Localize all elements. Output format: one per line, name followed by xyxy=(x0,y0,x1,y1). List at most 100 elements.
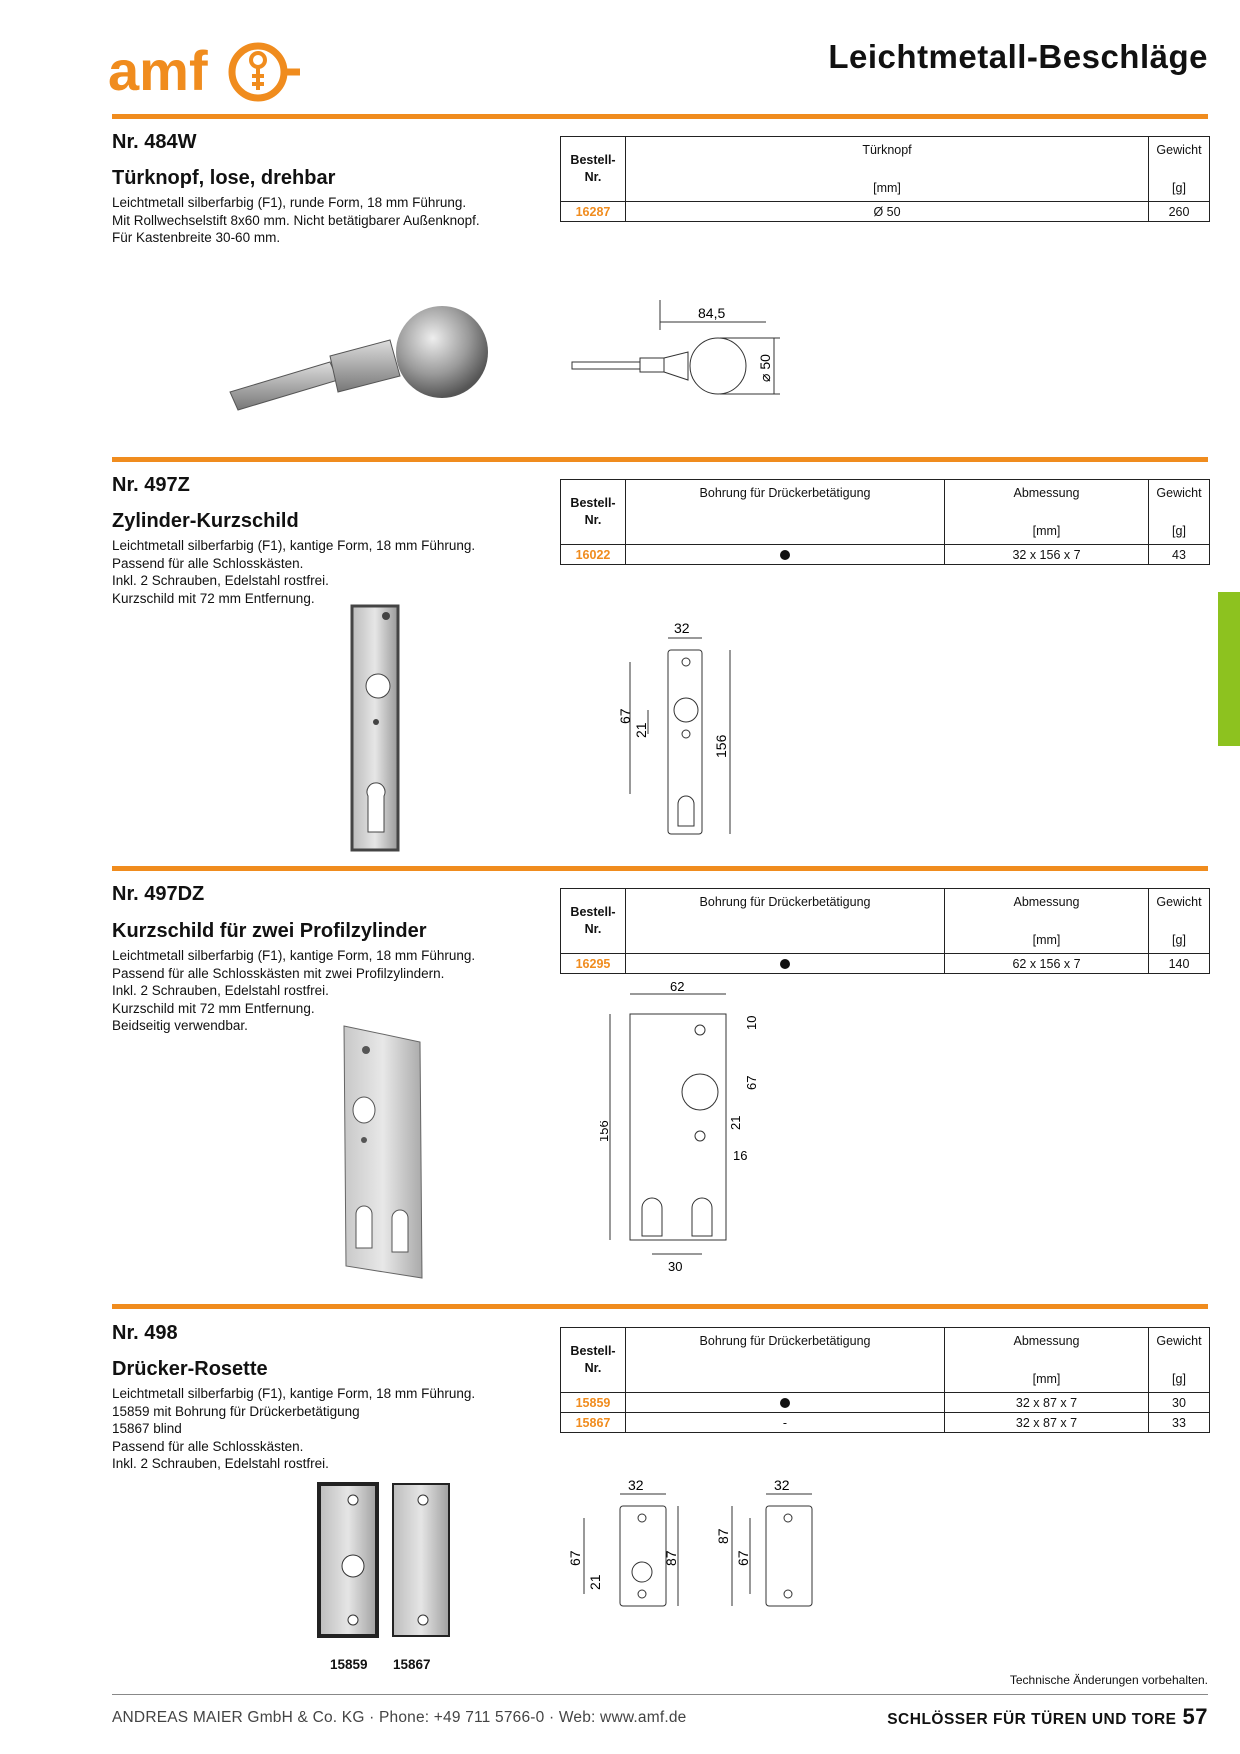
table-cell xyxy=(625,953,945,974)
order-number: 16022 xyxy=(560,544,626,565)
dim-label: 21 xyxy=(728,1116,743,1130)
desc-line: Mit Rollwechselstift 8x60 mm. Nicht betä… xyxy=(112,212,480,228)
spec-table: Bestell-Nr. Bohrung für Drückerbetätigun… xyxy=(560,479,1210,565)
table-cell: 32 x 156 x 7 xyxy=(944,544,1149,565)
page-title: Leichtmetall-Beschläge xyxy=(828,38,1208,75)
col-header: Bohrung für Drückerbetätigung xyxy=(625,479,945,545)
col-bestell: Bestell-Nr. xyxy=(560,136,626,202)
desc-line: Beidseitig verwendbar. xyxy=(112,1018,248,1033)
bullet-dot-icon xyxy=(780,959,790,970)
table-row: 16287 Ø 50 260 xyxy=(560,201,1210,222)
spec-table: Bestell-Nr. Türknopf[mm] Gewicht[g] 1628… xyxy=(560,136,1210,222)
desc-line: Inkl. 2 Schrauben, Edelstahl rostfrei. xyxy=(112,573,329,588)
photo-caption: 15859 xyxy=(330,1657,368,1672)
dim-label: 67 xyxy=(567,1550,583,1566)
dim-label: 67 xyxy=(735,1550,751,1566)
table-cell: 43 xyxy=(1148,544,1210,565)
section-rule xyxy=(112,114,1208,119)
table-cell: 30 xyxy=(1148,1392,1210,1413)
order-number: 16295 xyxy=(560,953,626,974)
product-title: Zylinder-Kurzschild xyxy=(112,510,299,532)
section-rule xyxy=(112,1304,1208,1309)
bullet-dot-icon xyxy=(780,1398,790,1409)
category-label: SCHLÖSSER FÜR TÜREN UND TORE xyxy=(887,1711,1177,1728)
dim-label: 21 xyxy=(587,1574,603,1590)
table-cell xyxy=(625,544,945,565)
table-cell: 62 x 156 x 7 xyxy=(944,953,1149,974)
spec-table: Bestell-Nr. Bohrung für Drückerbetätigun… xyxy=(560,888,1210,974)
page-number: 57 xyxy=(1182,1704,1208,1729)
col-header: Gewicht[g] xyxy=(1148,1327,1210,1393)
col-header: Gewicht[g] xyxy=(1148,479,1210,545)
dim-label: 84,5 xyxy=(698,305,725,321)
desc-line: Inkl. 2 Schrauben, Edelstahl rostfrei. xyxy=(112,983,329,998)
table-row: 15859 32 x 87 x 7 30 xyxy=(560,1392,1210,1413)
dim-label: ⌀ 50 xyxy=(757,354,773,382)
col-header: Abmessung[mm] xyxy=(944,479,1149,545)
dim-label: 87 xyxy=(663,1550,679,1566)
col-header: Abmessung[mm] xyxy=(944,1327,1149,1393)
table-row: 16295 62 x 156 x 7 140 xyxy=(560,953,1210,974)
dim-label: 30 xyxy=(668,1259,682,1274)
dim-label: 87 xyxy=(715,1528,731,1544)
dim-label: 67 xyxy=(744,1076,759,1090)
product-description: Leichtmetall silberfarbig (F1), kantige … xyxy=(112,1385,572,1473)
desc-line: Für Kastenbreite 30-60 mm. xyxy=(112,230,281,245)
table-row: 15867 - 32 x 87 x 7 33 xyxy=(560,1412,1210,1433)
chapter-tab xyxy=(1218,592,1240,746)
table-cell: - xyxy=(625,1412,945,1433)
product-number: Nr. 497DZ xyxy=(112,883,205,905)
product-title: Kurzschild für zwei Profilzylinder xyxy=(112,920,427,942)
footer-rule xyxy=(112,1694,1208,1695)
product-photo-rosettes xyxy=(317,1482,450,1638)
desc-line: Leichtmetall silberfarbig (F1), kantige … xyxy=(112,538,476,553)
table-cell: 32 x 87 x 7 xyxy=(944,1392,1149,1413)
product-description: Leichtmetall silberfarbig (F1), kantige … xyxy=(112,947,572,1035)
footer-category: SCHLÖSSER FÜR TÜREN UND TORE 57 xyxy=(887,1704,1208,1730)
table-row: 16022 32 x 156 x 7 43 xyxy=(560,544,1210,565)
footer-note: Technische Änderungen vorbehalten. xyxy=(1009,1673,1208,1687)
table-cell: 140 xyxy=(1148,953,1210,974)
table-cell: 260 xyxy=(1148,201,1210,222)
dim-label: 156 xyxy=(600,1120,611,1142)
desc-line: Leichtmetall silberfarbig (F1), kantige … xyxy=(112,1386,476,1401)
col-header: Abmessung[mm] xyxy=(944,888,1149,954)
order-number: 15859 xyxy=(560,1392,626,1413)
desc-line: Kurzschild mit 72 mm Entfernung. xyxy=(112,1000,315,1016)
table-cell: Ø 50 xyxy=(625,201,1149,222)
product-photo-shield xyxy=(350,604,400,852)
spec-table: Bestell-Nr. Bohrung für Drückerbetätigun… xyxy=(560,1327,1210,1433)
product-number: Nr. 497Z xyxy=(112,474,190,496)
dim-label: 32 xyxy=(628,1477,644,1493)
footer-company: ANDREAS MAIER GmbH & Co. KG · Phone: +49… xyxy=(112,1709,687,1726)
desc-line: Leichtmetall silberfarbig (F1), kantige … xyxy=(112,948,476,963)
bullet-dot-icon xyxy=(780,550,790,561)
col-header: Bohrung für Drückerbetätigung xyxy=(625,1327,945,1393)
product-description: Leichtmetall silberfarbig (F1), runde Fo… xyxy=(112,194,572,247)
dimension-drawing-double-shield: 62 10 67 21 16 156 30 xyxy=(600,980,759,1274)
product-title: Türknopf, lose, drehbar xyxy=(112,167,336,189)
desc-line: 15867 blind xyxy=(112,1421,182,1436)
dimension-drawing-knob: 84,5 ⌀ 50 xyxy=(571,300,780,395)
col-header: Gewicht[g] xyxy=(1148,136,1210,202)
desc-line: Passend für alle Schlosskästen. xyxy=(112,1438,304,1454)
dim-label: 32 xyxy=(674,620,690,636)
col-header: Bohrung für Drückerbetätigung xyxy=(625,888,945,954)
desc-line: Passend für alle Schlosskästen. xyxy=(112,555,304,571)
dim-label: 62 xyxy=(670,980,684,994)
photo-caption: 15867 xyxy=(393,1657,431,1672)
product-description: Leichtmetall silberfarbig (F1), kantige … xyxy=(112,537,572,607)
col-bestell: Bestell-Nr. xyxy=(560,888,626,954)
product-title: Drücker-Rosette xyxy=(112,1358,268,1380)
dim-label: 21 xyxy=(633,722,649,738)
product-number: Nr. 498 xyxy=(112,1322,178,1344)
section-rule xyxy=(112,457,1208,462)
desc-line: Kurzschild mit 72 mm Entfernung. xyxy=(112,590,315,606)
product-photo-double-shield xyxy=(343,1025,423,1279)
desc-line: Passend für alle Schlosskästen mit zwei … xyxy=(112,965,445,981)
product-number: Nr. 484W xyxy=(112,131,197,153)
dimension-drawing-rosettes: 32 67 21 87 32 87 67 xyxy=(567,1477,813,1607)
table-cell: 32 x 87 x 7 xyxy=(944,1412,1149,1433)
logo-text: amf xyxy=(108,39,208,102)
amf-logo: amf xyxy=(108,39,300,102)
